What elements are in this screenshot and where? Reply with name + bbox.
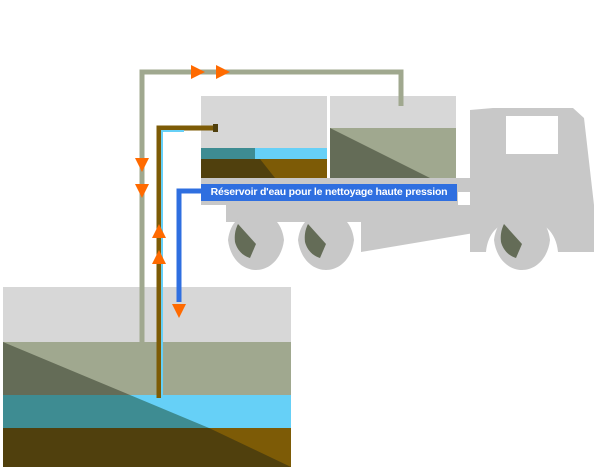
tank-left-sludge-shade bbox=[201, 159, 275, 178]
truck-tank-right bbox=[330, 96, 456, 178]
tank-left-air bbox=[201, 96, 327, 148]
pressure-water-line bbox=[176, 188, 201, 302]
pit-air bbox=[3, 287, 291, 342]
pit-sludge-upper-shade bbox=[3, 342, 130, 395]
front-wheel bbox=[494, 212, 550, 270]
hose-inlet-cap bbox=[213, 124, 218, 132]
flow-arrows bbox=[135, 65, 230, 318]
pit-water-shade bbox=[3, 395, 209, 428]
flow-arrow-right-icon bbox=[216, 65, 230, 79]
rear-wheel-2 bbox=[298, 212, 354, 270]
flow-arrow-right-icon bbox=[191, 65, 205, 79]
pit-bottom-sludge-shade bbox=[3, 428, 291, 467]
flow-arrow-up-icon bbox=[152, 224, 166, 238]
vacuum-pipe bbox=[139, 69, 404, 342]
flow-arrow-down-icon bbox=[172, 304, 186, 318]
front-wheel-hub bbox=[500, 224, 522, 258]
flow-arrow-down-icon bbox=[135, 158, 149, 172]
flow-arrow-down-icon bbox=[135, 184, 149, 198]
suction-hose bbox=[156, 125, 217, 398]
truck-cab-window bbox=[506, 116, 558, 154]
rear-wheel-2-hub bbox=[304, 224, 326, 258]
tank-left-water-shade bbox=[201, 148, 255, 159]
pit-tank bbox=[3, 287, 291, 467]
tank-left-water-layer bbox=[201, 148, 327, 159]
water-reservoir-label: Réservoir d'eau pour le nettoyage haute … bbox=[201, 184, 457, 201]
tank-right-air bbox=[330, 96, 456, 128]
tank-right-contents-shade bbox=[330, 128, 430, 178]
truck-rear-deck bbox=[226, 205, 480, 252]
truck-tank-left bbox=[201, 96, 327, 178]
suction-hose-highlight bbox=[161, 130, 184, 398]
rear-wheel-1 bbox=[228, 212, 284, 270]
flow-arrow-up-icon bbox=[152, 250, 166, 264]
truck-cab bbox=[470, 108, 594, 252]
rear-wheel-1-hub bbox=[234, 224, 256, 258]
